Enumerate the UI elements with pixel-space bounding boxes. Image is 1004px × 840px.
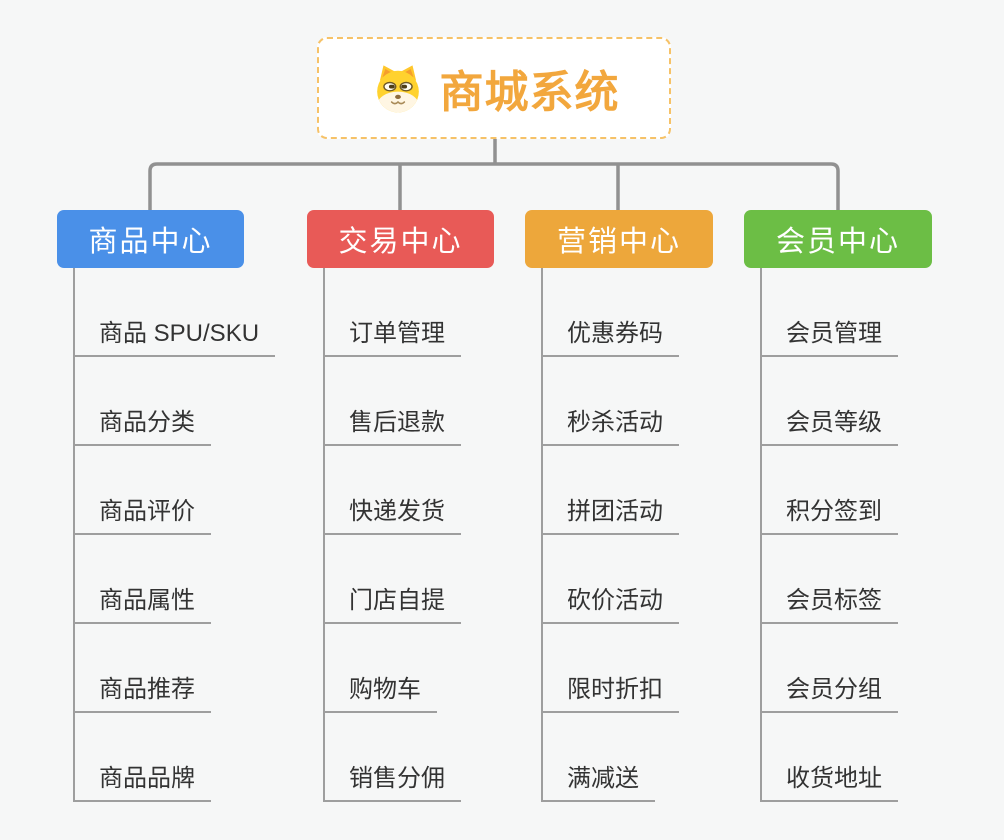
topic-item[interactable]: 商品品牌 <box>73 758 211 802</box>
topic-item[interactable]: 砍价活动 <box>541 580 679 624</box>
branch-box-trade-center[interactable]: 交易中心 <box>307 210 494 268</box>
topic-item[interactable]: 购物车 <box>323 669 437 713</box>
topic-item[interactable]: 会员标签 <box>760 580 898 624</box>
branch-box-marketing-center[interactable]: 营销中心 <box>525 210 713 268</box>
branch-vertical-line <box>73 268 75 802</box>
topic-item[interactable]: 商品分类 <box>73 402 211 446</box>
topic-item[interactable]: 商品属性 <box>73 580 211 624</box>
topic-item[interactable]: 会员分组 <box>760 669 898 713</box>
dog-face-icon <box>376 65 419 113</box>
topic-item[interactable]: 订单管理 <box>323 313 461 357</box>
branch-vertical-line <box>541 268 543 802</box>
marketing-center-items: 优惠券码 秒杀活动 拼团活动 砍价活动 限时折扣 满减送 <box>541 268 679 802</box>
member-center-items: 会员管理 会员等级 积分签到 会员标签 会员分组 收货地址 <box>760 268 898 802</box>
topic-item[interactable]: 拼团活动 <box>541 491 679 535</box>
topic-item[interactable]: 售后退款 <box>323 402 461 446</box>
topic-item[interactable]: 商品评价 <box>73 491 211 535</box>
branch-box-member-center[interactable]: 会员中心 <box>744 210 932 268</box>
product-center-items: 商品 SPU/SKU 商品分类 商品评价 商品属性 商品推荐 商品品牌 <box>73 268 276 802</box>
branch-vertical-line <box>760 268 762 802</box>
root-node[interactable]: 商城系统 <box>317 37 671 139</box>
topic-item[interactable]: 快递发货 <box>323 491 461 535</box>
trade-center-items: 订单管理 售后退款 快递发货 门店自提 购物车 销售分佣 <box>323 268 461 802</box>
topic-item[interactable]: 限时折扣 <box>541 669 679 713</box>
topic-item[interactable]: 满减送 <box>541 758 655 802</box>
topic-item[interactable]: 会员管理 <box>760 313 898 357</box>
topic-item[interactable]: 商品 SPU/SKU <box>73 313 276 357</box>
topic-item[interactable]: 商品推荐 <box>73 669 211 713</box>
branch-vertical-line <box>323 268 325 802</box>
topic-item[interactable]: 优惠券码 <box>541 313 679 357</box>
topic-item[interactable]: 收货地址 <box>760 758 898 802</box>
topic-item[interactable]: 会员等级 <box>760 402 898 446</box>
root-title: 商城系统 <box>439 68 620 117</box>
topic-item[interactable]: 秒杀活动 <box>541 402 679 446</box>
topic-item[interactable]: 门店自提 <box>323 580 461 624</box>
topic-item[interactable]: 积分签到 <box>760 491 898 535</box>
branch-box-product-center[interactable]: 商品中心 <box>57 210 244 268</box>
topic-item[interactable]: 销售分佣 <box>323 758 461 802</box>
